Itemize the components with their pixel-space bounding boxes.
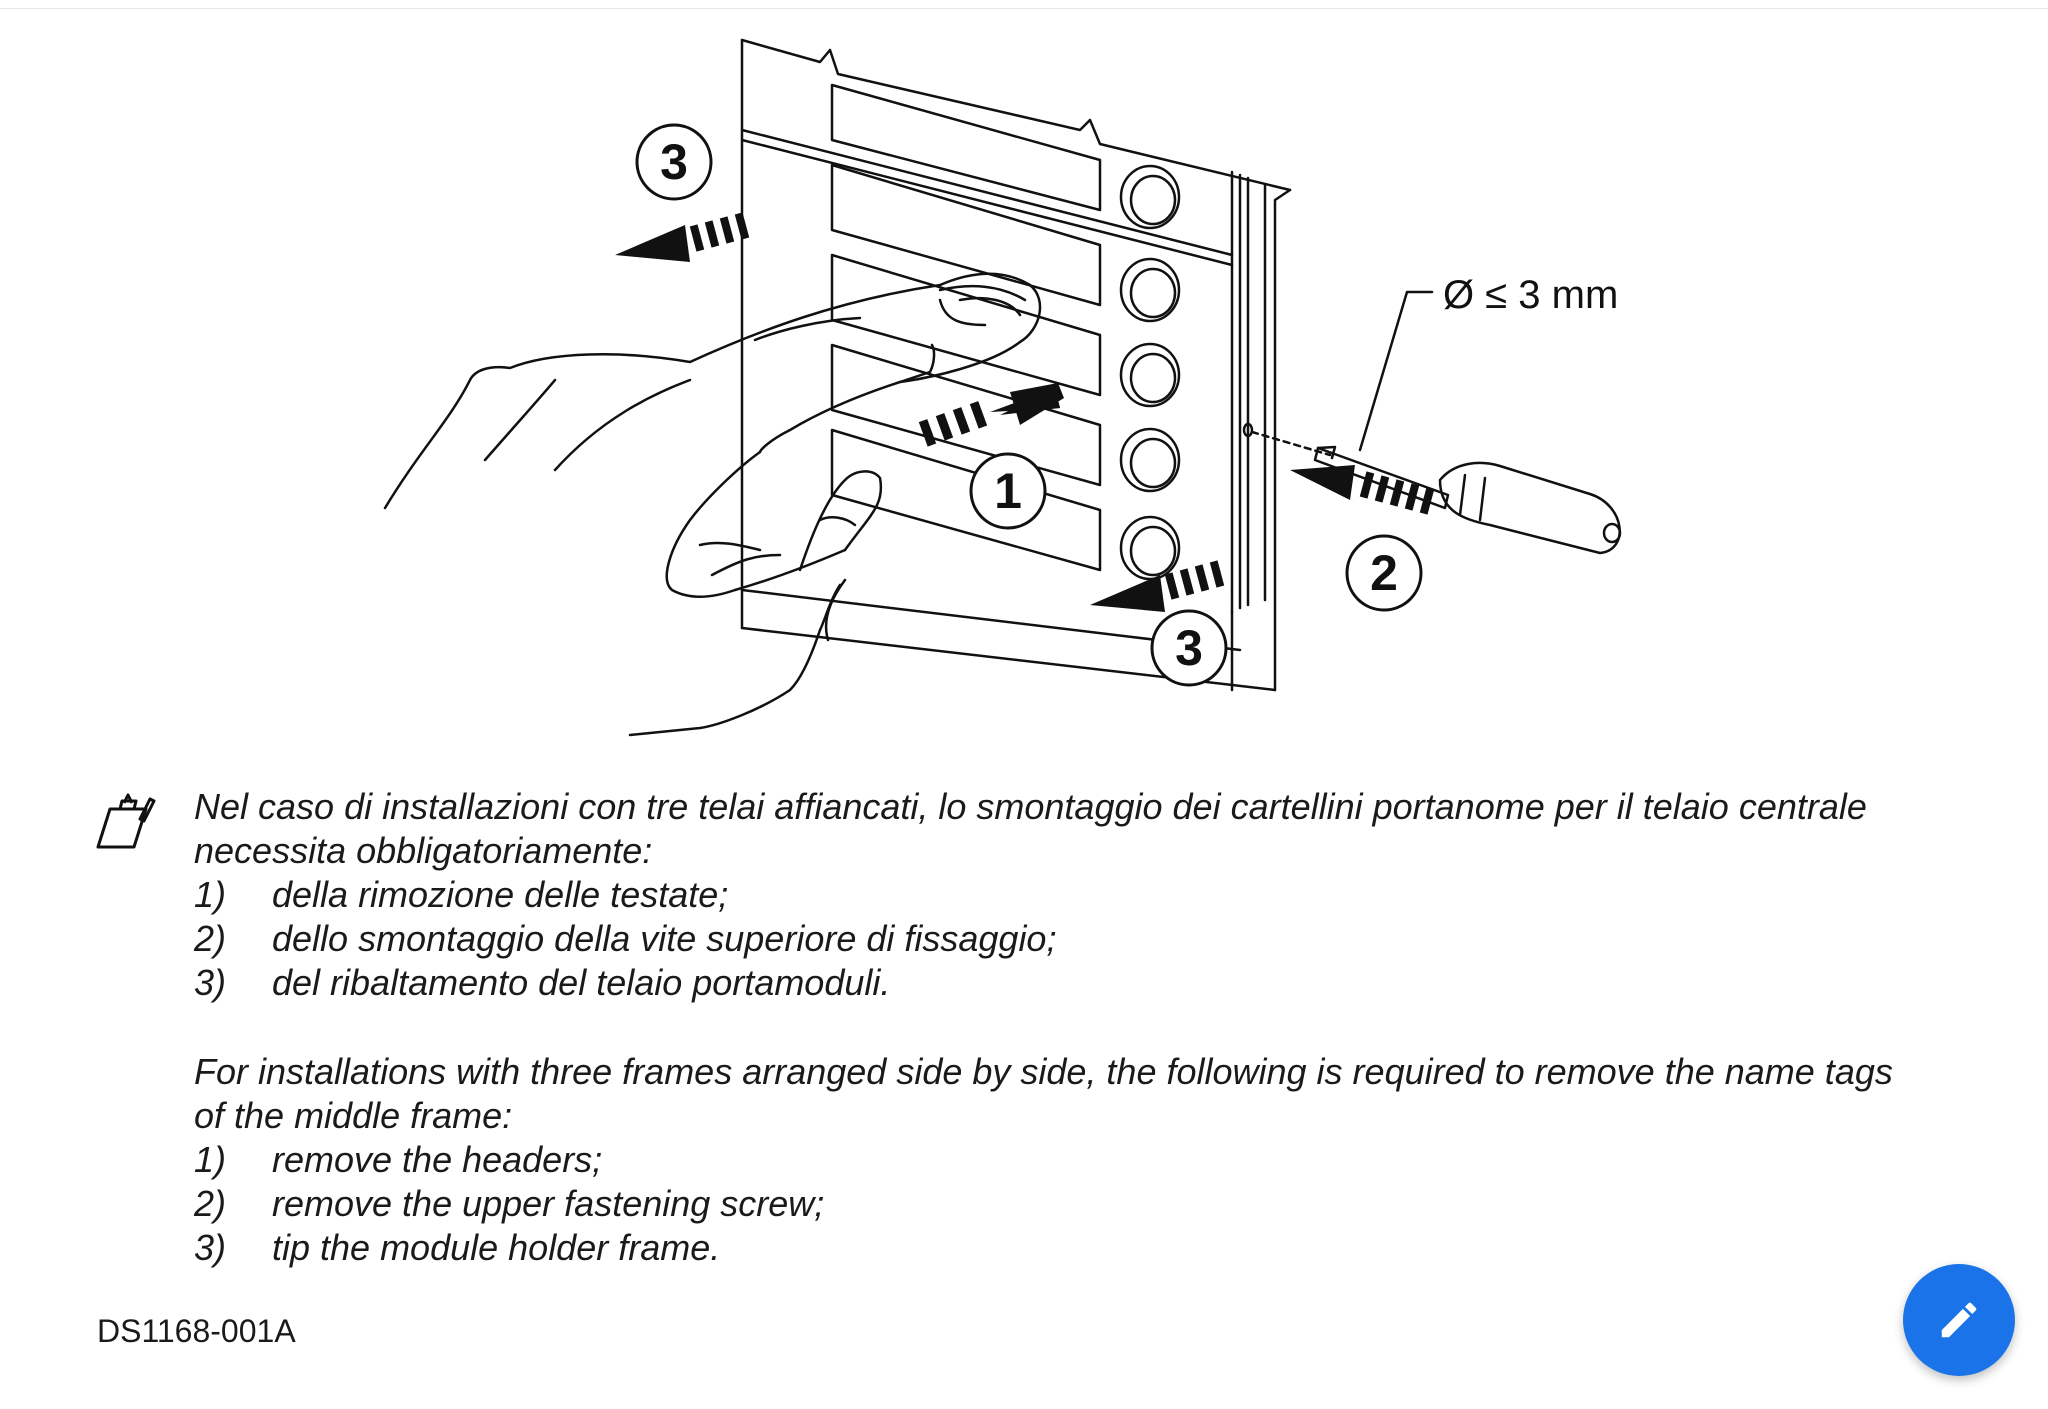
arrow-step-1 — [918, 383, 1064, 447]
name-tag-slot — [830, 83, 1102, 212]
list-text: dello smontaggio della vite superiore di… — [272, 918, 1057, 959]
list-text: del ribaltamento del telaio portamoduli. — [272, 962, 891, 1003]
note-italian: Nel caso di installazioni con tre telai … — [194, 785, 1896, 1005]
top-divider — [0, 0, 2048, 9]
document-code: DS1168-001A — [97, 1313, 296, 1349]
list-item: 1) della rimozione delle testate; — [194, 873, 1896, 917]
list-number: 3) — [194, 962, 227, 1003]
list-item: 2) dello smontaggio della vite superiore… — [194, 917, 1896, 961]
edit-pencil-icon — [1941, 1302, 1977, 1338]
screwdriver — [1313, 445, 1622, 555]
call-button — [1119, 257, 1181, 323]
edit-button[interactable] — [1903, 1264, 2015, 1376]
name-tag-slot — [830, 163, 1102, 307]
list-item: 3) del ribaltamento del telaio portamodu… — [194, 961, 1896, 1005]
note-english: For installations with three frames arra… — [194, 1050, 1896, 1270]
name-tag-slot — [830, 343, 1102, 487]
call-button — [1119, 342, 1181, 408]
name-tag-slot — [830, 253, 1102, 397]
step-badge-1 — [969, 452, 1047, 530]
step-badge-3-top — [635, 123, 713, 201]
step-badge-2 — [1345, 534, 1423, 612]
step-badge-3-bottom — [1150, 609, 1228, 687]
note-intro-en: For installations with three frames arra… — [194, 1051, 1893, 1136]
arrow-step-3-bottom — [1090, 560, 1225, 612]
clipboard-note-icon — [96, 791, 158, 853]
list-item: 2) remove the upper fastening screw; — [194, 1182, 1896, 1226]
list-number: 1) — [194, 1139, 227, 1180]
step-label: 2 — [1370, 545, 1398, 601]
list-number: 1) — [194, 874, 227, 915]
list-text: remove the upper fastening screw; — [272, 1183, 825, 1224]
note-intro-it: Nel caso di installazioni con tre telai … — [194, 786, 1867, 871]
call-button — [1119, 164, 1181, 230]
list-item: 1) remove the headers; — [194, 1138, 1896, 1182]
list-text: tip the module holder frame. — [272, 1227, 721, 1268]
arrow-step-2 — [1290, 465, 1435, 515]
step-label: 1 — [994, 463, 1022, 519]
call-button — [1119, 515, 1181, 581]
hand-pushing — [383, 272, 1042, 737]
screwdriver-size-callout: Ø ≤ 3 mm — [1443, 273, 1618, 317]
call-button — [1119, 427, 1181, 493]
step-label: 3 — [660, 134, 688, 190]
list-number: 2) — [194, 1183, 227, 1224]
list-text: della rimozione delle testate; — [272, 874, 729, 915]
list-item: 3) tip the module holder frame. — [194, 1226, 1896, 1270]
list-number: 2) — [194, 918, 227, 959]
arrow-step-3-top — [615, 212, 750, 262]
installation-illustration: 3 1 2 3 Ø ≤ 3 mm — [383, 38, 1622, 737]
name-tag-slot — [830, 428, 1102, 572]
list-number: 3) — [194, 1227, 227, 1268]
list-text: remove the headers; — [272, 1139, 603, 1180]
step-label: 3 — [1175, 620, 1203, 676]
